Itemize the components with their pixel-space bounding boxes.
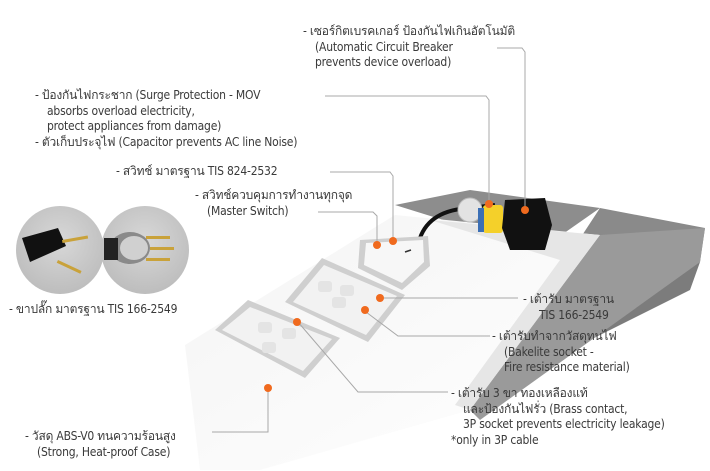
circuit-breaker [502, 198, 552, 250]
bakelite-en-text-2: Fire resistance material) [504, 360, 630, 374]
bakelite-en-text-1: (Bakelite socket - [504, 344, 594, 359]
breaker-thai-text: - เซอร์กิตเบรคเกอร์ ป้องกันไฟเกินอัตโนมั… [303, 24, 515, 38]
label-socket-standard: - เต้ารับ มาตรฐาน TIS 166-2549 [523, 292, 614, 323]
label-abs-case: - วัสดุ ABS-V0 ทนความร้อนสูง (Strong, He… [25, 429, 176, 460]
leader-lines [212, 47, 526, 433]
label-brass-contact: - เต้ารับ 3 ขา ทองเหลืองแท้ และป้องกันไฟ… [451, 386, 665, 448]
power-strip [185, 190, 705, 470]
label-master-switch: - สวิทช์ควบคุมการทำงานทุกจุด (Master Swi… [195, 188, 352, 219]
label-plug-standard: - ขาปลั๊ก มาตรฐาน TIS 166-2549 [9, 302, 177, 318]
surge-module [483, 205, 503, 233]
switch-standard-text: - สวิทช์ มาตรฐาน TIS 824-2532 [116, 164, 278, 178]
capacitor-text: - ตัวเก็บประจุไฟ (Capacitor prevents AC … [35, 134, 298, 149]
brass-text-1: - เต้ารับ 3 ขา ทองเหลืองแท้ [451, 386, 588, 400]
bakelite-thai-text: - เต้ารับทำจากวัสดุทนไฟ [492, 329, 617, 343]
surge-text-3: protect appliances from damage) [47, 119, 222, 133]
surge-text-2: absorbs overload electricity, [47, 103, 195, 118]
surge-text-1: - ป้องกันไฟกระชาก (Surge Protection - MO… [35, 88, 261, 102]
label-bakelite-socket: - เต้ารับทำจากวัสดุทนไฟ (Bakelite socket… [492, 329, 630, 376]
case-thai-text: - วัสดุ ABS-V0 ทนความร้อนสูง [25, 429, 176, 443]
brass-footnote: *only in 3P cable [451, 432, 539, 447]
socket-upper[interactable] [285, 258, 405, 342]
plug-standard-text: - ขาปลั๊ก มาตรฐาน TIS 166-2549 [9, 302, 178, 316]
three-pin-plug-image [101, 206, 189, 294]
socket-standard-en-text: TIS 166-2549 [539, 307, 609, 322]
brass-text-2: และป้องกันไฟรั่ว (Brass contact, [463, 401, 628, 416]
master-switch-thai-text: - สวิทช์ควบคุมการทำงานทุกจุด [195, 188, 353, 202]
callout-dots [264, 200, 529, 392]
label-circuit-breaker: - เซอร์กิตเบรคเกอร์ ป้องกันไฟเกินอัตโนมั… [303, 24, 515, 71]
case-en-text: (Strong, Heat-proof Case) [37, 444, 171, 459]
label-surge-protection: - ป้องกันไฟกระชาก (Surge Protection - MO… [35, 88, 297, 150]
breaker-en-text-2: prevents device overload) [315, 55, 452, 69]
label-switch-standard: - สวิทช์ มาตรฐาน TIS 824-2532 [116, 164, 278, 180]
breaker-en-text-1: (Automatic Circuit Breaker [315, 39, 453, 54]
two-pin-plug-image [16, 206, 104, 294]
master-switch-en-text: (Master Switch) [207, 203, 289, 218]
brass-text-3: 3P socket prevents electricity leakage) [463, 417, 665, 431]
socket-standard-thai-text: - เต้ารับ มาตรฐาน [523, 292, 614, 306]
socket-lower[interactable] [215, 300, 340, 378]
